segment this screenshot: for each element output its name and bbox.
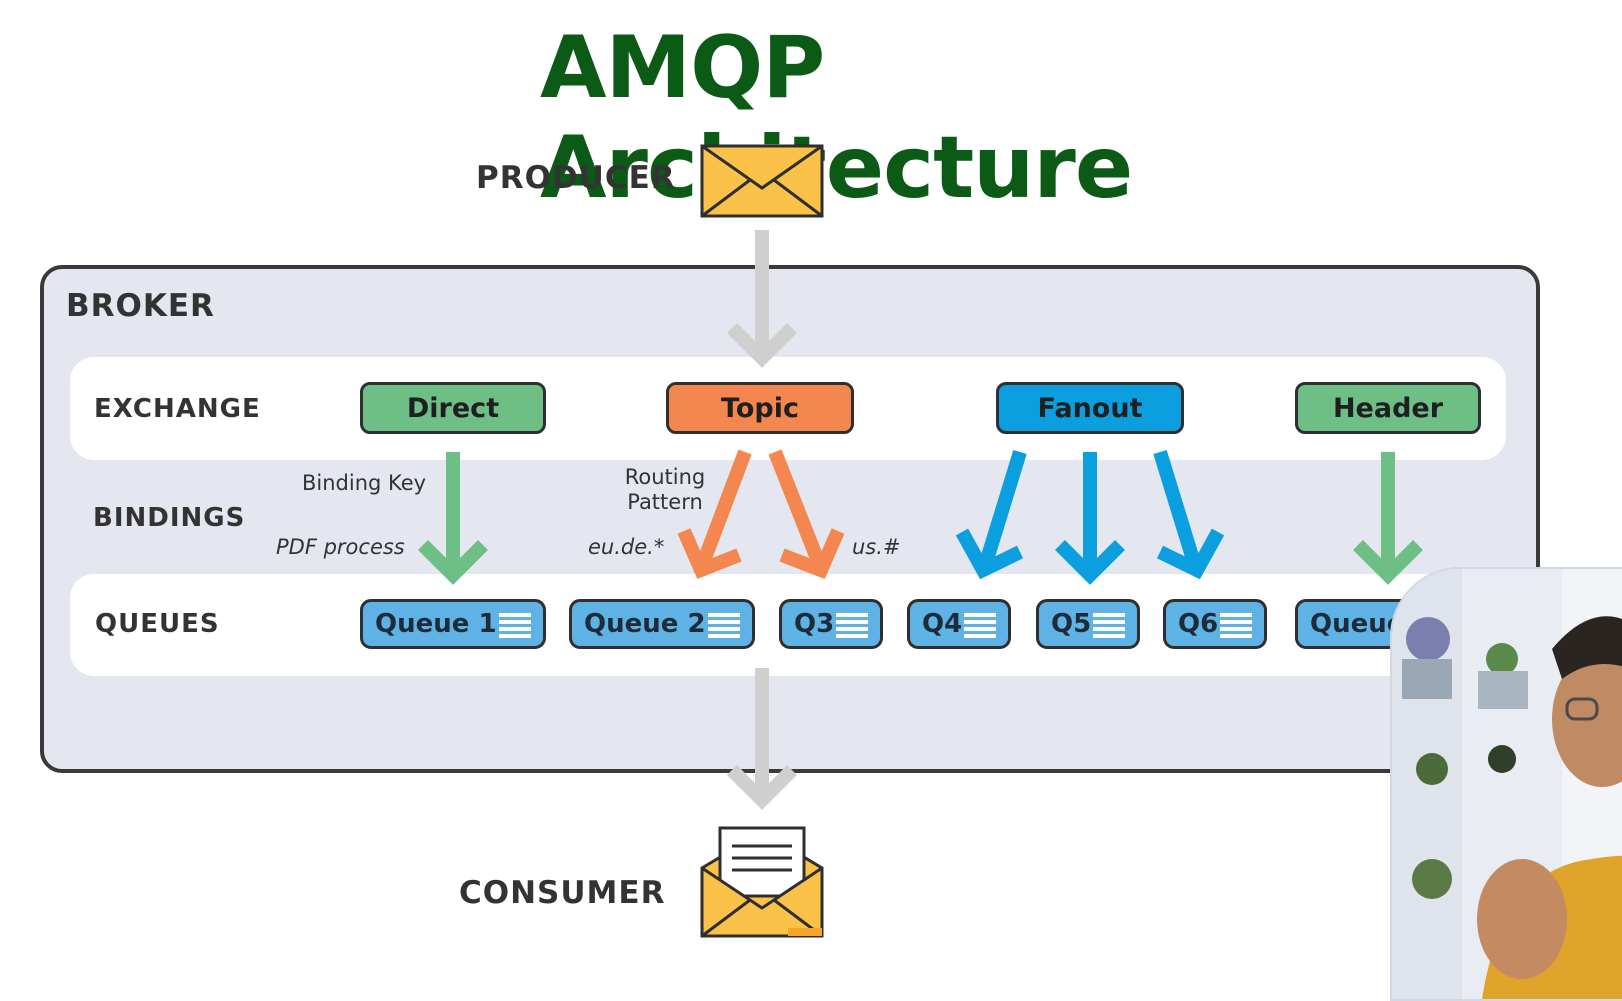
consumer-label: CONSUMER — [459, 875, 666, 911]
queue-lines-icon — [964, 613, 996, 638]
queue-5[interactable]: Q5 — [1036, 599, 1140, 649]
exchange-fanout[interactable]: Fanout — [996, 382, 1184, 434]
queue-label: Q3 — [794, 609, 835, 639]
blue-arrow-fanout-right — [1153, 449, 1225, 580]
exchange-header[interactable]: Header — [1295, 382, 1481, 434]
queue-label: Queue 1 — [375, 609, 497, 639]
routing-pattern-line2: Pattern — [627, 490, 703, 514]
green-arrow-direct — [418, 452, 488, 585]
queue-2[interactable]: Queue 2 — [569, 599, 755, 649]
queue-lines-icon — [836, 613, 868, 638]
exchange-row-label: EXCHANGE — [94, 394, 261, 424]
us-label: us.# — [852, 535, 901, 559]
queue-lines-icon — [1093, 613, 1125, 638]
queue-label: Queue — [1310, 609, 1405, 639]
presenter-video-overlay — [1390, 567, 1622, 1001]
broker-label: BROKER — [66, 288, 215, 324]
queue-label: Q4 — [922, 609, 963, 639]
queue-lines-icon — [499, 613, 531, 638]
open-envelope-icon — [700, 826, 824, 938]
green-arrow-header — [1353, 452, 1423, 585]
exchange-topic[interactable]: Topic — [666, 382, 854, 434]
eu-de-label: eu.de.* — [588, 535, 665, 559]
gray-arrow-consumer — [727, 668, 797, 810]
binding-key-label: Binding Key — [302, 471, 427, 495]
orange-arrow-topic-right — [768, 449, 845, 579]
gray-arrow-producer — [727, 230, 797, 368]
queue-3[interactable]: Q3 — [779, 599, 883, 649]
pdf-process-label: PDF process — [276, 535, 405, 559]
routing-pattern-line1: Routing — [624, 465, 706, 489]
envelope-icon — [700, 144, 824, 218]
queue-label: Q5 — [1051, 609, 1092, 639]
queue-4[interactable]: Q4 — [907, 599, 1011, 649]
blue-arrow-fanout-left — [955, 449, 1027, 580]
orange-arrow-topic-left — [677, 449, 752, 579]
queue-lines-icon — [708, 613, 740, 638]
queue-label: Q6 — [1178, 609, 1219, 639]
queue-6[interactable]: Q6 — [1163, 599, 1267, 649]
queue-lines-icon — [1220, 613, 1252, 638]
flow-arrows — [418, 230, 1423, 810]
producer-label: PRODUCER — [476, 160, 676, 196]
blue-arrow-fanout-center — [1055, 452, 1125, 585]
queue-1[interactable]: Queue 1 — [360, 599, 546, 649]
bindings-row-label: BINDINGS — [93, 503, 246, 533]
queues-row-label: QUEUES — [95, 609, 220, 639]
queue-label: Queue 2 — [584, 609, 706, 639]
presenter-video-frame — [1392, 569, 1622, 999]
exchange-direct[interactable]: Direct — [360, 382, 546, 434]
diagram-title: AMQP Architecture — [540, 18, 1133, 218]
